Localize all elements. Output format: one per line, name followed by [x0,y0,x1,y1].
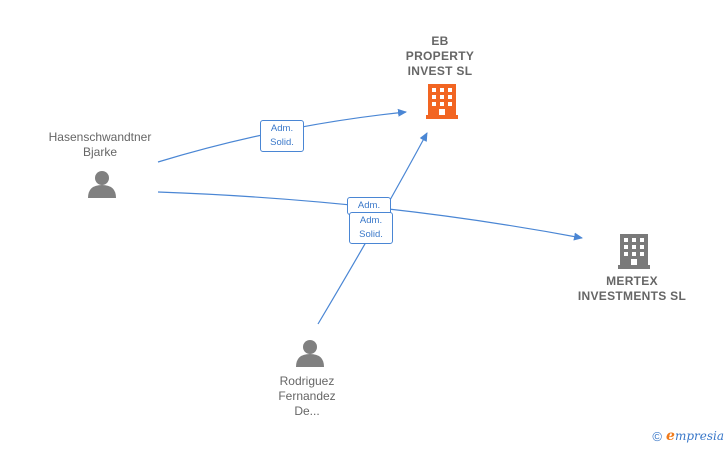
building-icon[interactable] [426,84,458,119]
company-label-mertex[interactable]: MERTEX INVESTMENTS SL [577,274,687,303]
person-label-hasenschwandtner[interactable]: Hasenschwandtner Bjarke [48,130,152,159]
empresia-logo: © empresia [652,428,724,444]
company-label-eb-property[interactable]: EB PROPERTY INVEST SL [405,34,475,78]
brand-e: e [666,428,675,444]
edge-label-adm-solid: Adm. Solid. [349,212,393,244]
person-icon[interactable] [88,171,116,198]
brand-text: mpresia [674,429,724,443]
copyright-symbol: © [652,428,663,444]
edge-label-adm-solid: Adm. Solid. [260,120,304,152]
person-label-rodriguez[interactable]: Rodriguez Fernandez De... [278,374,336,418]
building-icon[interactable] [618,234,650,269]
person-icon[interactable] [296,340,324,367]
